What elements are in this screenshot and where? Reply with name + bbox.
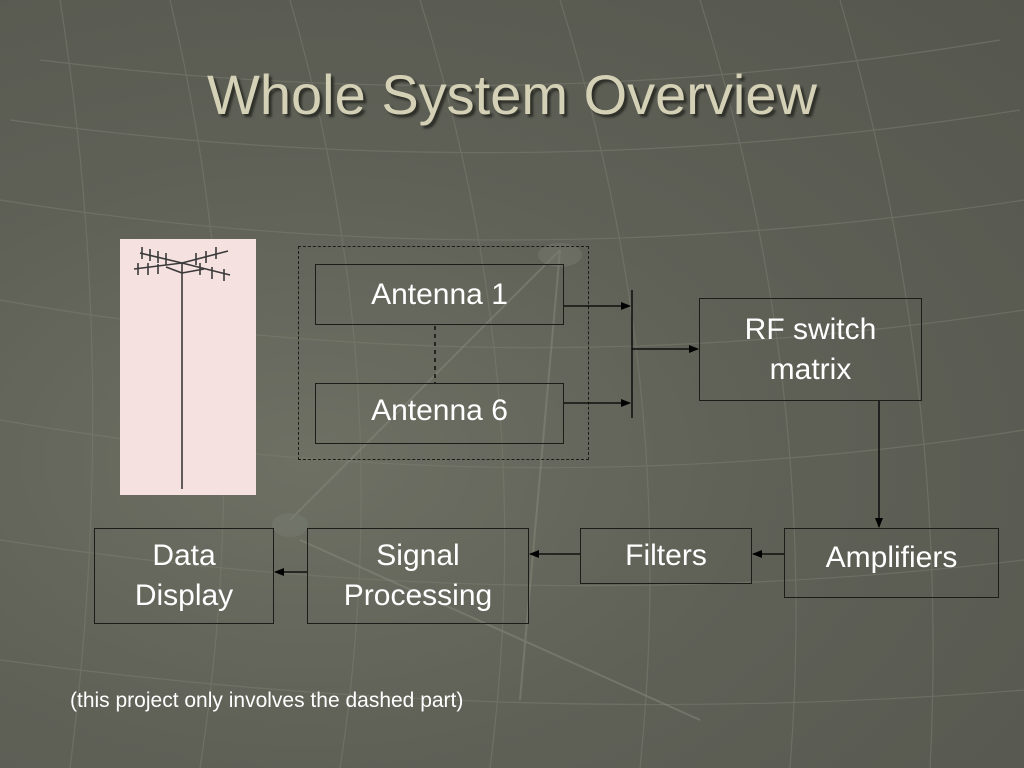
amplifiers-label: Amplifiers <box>825 541 958 574</box>
slide-title: Whole System Overview <box>207 63 817 126</box>
signal-processing-block: Signal Processing <box>307 528 529 624</box>
antenna-6-block: Antenna 6 <box>315 383 564 444</box>
footnote: (this project only involves the dashed p… <box>70 689 464 712</box>
rf-switch-matrix-label-line1: RF switch <box>744 312 877 346</box>
filters-block: Filters <box>580 528 752 584</box>
tv-antenna-icon <box>120 239 256 495</box>
rf-switch-matrix-block: RF switch matrix <box>699 298 922 401</box>
signal-processing-label-line2: Processing <box>343 579 493 612</box>
antenna-1-label: Antenna 1 <box>371 278 508 311</box>
rf-switch-matrix-label-line2: matrix <box>769 352 852 386</box>
data-display-label-line2: Display <box>134 579 234 612</box>
data-display-block: Data Display <box>94 528 274 624</box>
filters-label: Filters <box>625 539 707 572</box>
signal-processing-label-line1: Signal <box>376 539 460 572</box>
project-scope-dashed-region <box>298 246 589 460</box>
data-display-label-line1: Data <box>152 539 216 572</box>
antenna-1-block: Antenna 1 <box>315 264 564 325</box>
antenna-6-label: Antenna 6 <box>371 393 508 427</box>
amplifiers-block: Amplifiers <box>784 528 999 598</box>
